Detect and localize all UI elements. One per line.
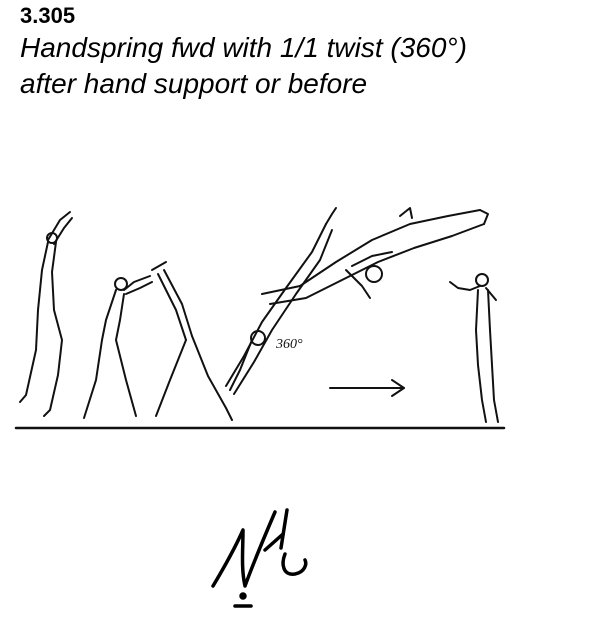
element-title-line-2: after hand support or before <box>20 68 368 99</box>
gymnast-figure-flight <box>261 207 489 305</box>
gymnast-figure-support <box>225 207 337 395</box>
direction-arrow-icon <box>329 379 405 397</box>
element-title-line-1: Handspring fwd with 1/1 twist (360°) <box>20 32 467 63</box>
handspring-illustration: 360° <box>14 207 506 430</box>
gymnast-figure-hurdle <box>83 275 153 419</box>
gymnast-figure-run <box>19 211 73 417</box>
twist-label: 360° <box>275 337 303 352</box>
element-symbol <box>211 508 308 608</box>
element-title: Handspring fwd with 1/1 twist (360°) aft… <box>20 30 580 102</box>
gymnast-figure-landing <box>449 273 499 423</box>
element-number: 3.305 <box>20 3 76 28</box>
gymnast-figure-lunge <box>151 261 233 421</box>
